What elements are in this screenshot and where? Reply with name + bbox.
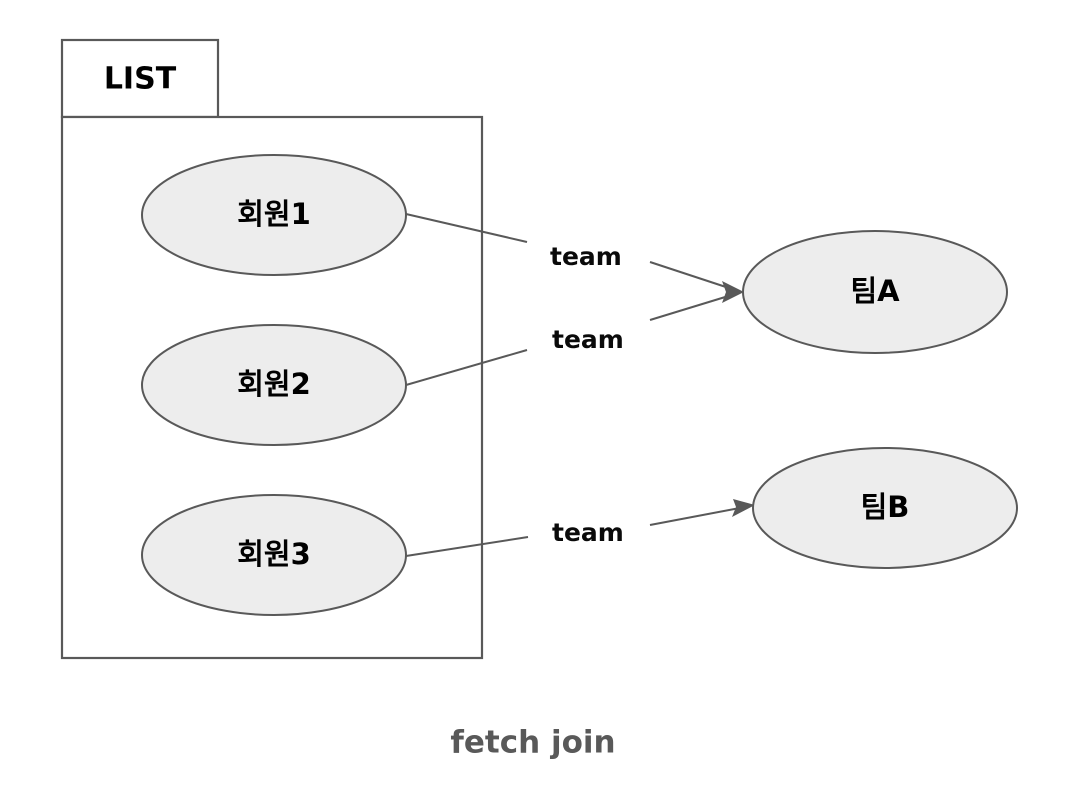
edge-label-member3-team: team — [552, 518, 624, 547]
node-team-b[interactable]: 팀B — [752, 447, 1018, 569]
arrow-head-teamB — [732, 499, 755, 517]
diagram-caption: fetch join — [450, 725, 615, 761]
edge-label-member1-team: team — [550, 242, 622, 271]
arrow-head-teamA — [722, 281, 744, 303]
connector-member1 — [405, 213, 528, 243]
node-member3[interactable]: 회원3 — [141, 494, 407, 616]
node-team-a[interactable]: 팀A — [742, 230, 1008, 354]
arrow-shaft-member2-teamA — [649, 293, 736, 321]
node-member1[interactable]: 회원1 — [141, 154, 407, 276]
node-team-b-label: 팀B — [861, 490, 910, 524]
edge-label-member2-team: team — [552, 325, 624, 354]
arrow-shaft-member3-teamB — [649, 506, 746, 526]
node-team-a-shape — [742, 230, 1008, 354]
node-member3-label: 회원3 — [237, 537, 311, 571]
connector-member3 — [405, 536, 529, 557]
node-member2-shape — [141, 324, 407, 446]
node-team-b-shape — [752, 447, 1018, 569]
node-member2[interactable]: 회원2 — [141, 324, 407, 446]
node-team-a-label: 팀A — [850, 274, 900, 308]
connector-member2 — [405, 349, 528, 386]
node-member1-label: 회원1 — [237, 197, 311, 231]
node-member3-shape — [141, 494, 407, 616]
package-title-label: LIST — [104, 62, 177, 97]
arrow-shaft-member1-teamA — [649, 261, 736, 291]
node-member1-shape — [141, 154, 407, 276]
package-tab-rect — [60, 38, 220, 119]
node-member2-label: 회원2 — [237, 367, 311, 401]
